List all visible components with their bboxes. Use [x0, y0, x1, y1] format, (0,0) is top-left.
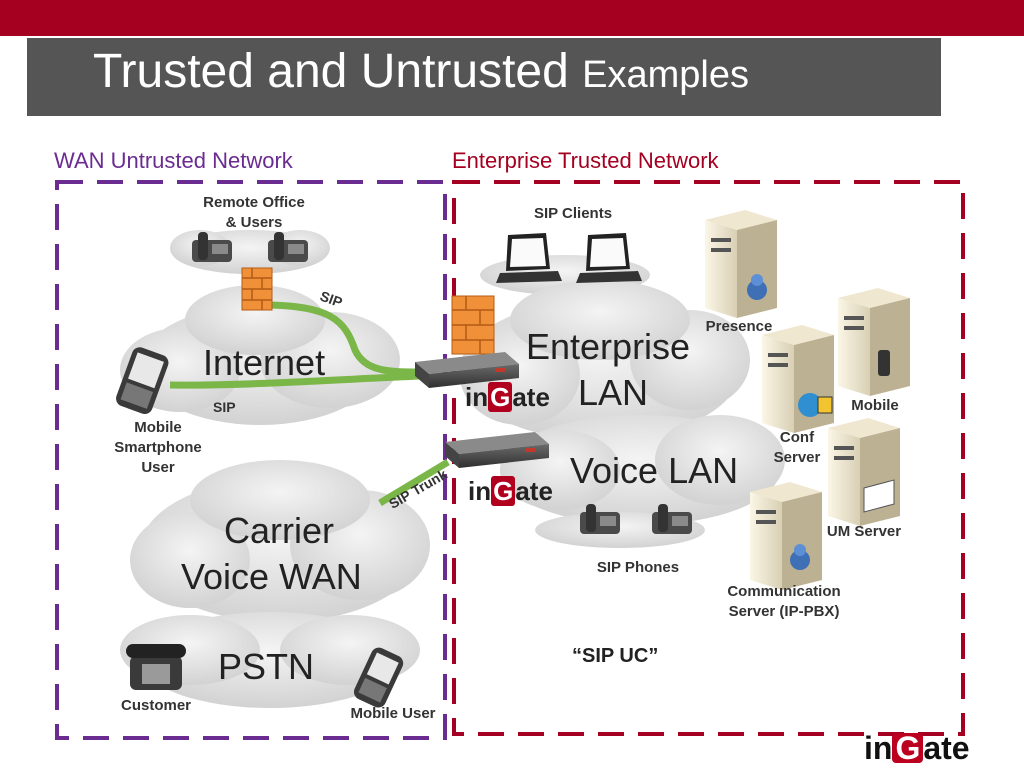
firewall-icon — [241, 267, 273, 311]
voice-lan-label: Voice LAN — [570, 450, 739, 491]
laptop-icon — [496, 233, 562, 283]
enterprise-lan-label-1: Enterprise — [526, 326, 691, 367]
mobile-server-icon — [838, 288, 910, 396]
conf-server-icon — [762, 325, 834, 433]
ingate-label-voice: inGate — [468, 476, 553, 506]
firewall-icon — [451, 295, 495, 355]
mobile-server-label: Mobile — [851, 397, 899, 414]
presence-label: Presence — [705, 318, 773, 335]
remote-office-label: Remote Office& Users — [203, 194, 305, 231]
sip-link-mobile — [169, 372, 421, 389]
enterprise-lan-label-2: LAN — [578, 372, 649, 413]
ingate-appliance-icon — [445, 432, 549, 468]
sip-link-label-mid: SIP — [213, 399, 236, 415]
carrier-label-2: Voice WAN — [181, 556, 362, 597]
laptop-icon — [576, 233, 642, 283]
sip-clients-label: SIP Clients — [533, 205, 613, 222]
carrier-label-1: Carrier — [224, 510, 335, 551]
sip-link-remote — [261, 301, 421, 376]
desk-phone-icon — [652, 504, 692, 534]
top-accent-bar — [0, 0, 1024, 36]
voice-lan-cloud — [500, 415, 785, 525]
desk-phone-icon — [268, 232, 308, 262]
sip-uc-label: “SIP UC” — [572, 645, 659, 667]
rotary-phone-icon — [126, 644, 186, 690]
internet-label: Internet — [203, 342, 326, 383]
mobile-phone-icon — [353, 647, 404, 708]
comm-server-icon — [750, 482, 822, 590]
sip-trunk-link — [378, 459, 450, 506]
enterprise-zone-label: Enterprise Trusted Network — [452, 148, 719, 173]
presence-server-icon — [705, 210, 777, 318]
um-server-label: UM Server — [826, 523, 902, 540]
ingate-label-lan: inGate — [465, 382, 550, 412]
desk-phone-icon — [192, 232, 232, 262]
carrier-cloud — [130, 460, 430, 622]
customer-label: Customer — [120, 697, 191, 714]
title-bar: Trusted and Untrusted Examples — [27, 38, 941, 116]
slide-title: Trusted and Untrusted Examples — [93, 45, 749, 98]
mobile-user-label: Mobile User — [350, 705, 436, 722]
desk-phone-icon — [580, 504, 620, 534]
ingate-appliance-icon — [415, 352, 519, 388]
pstn-label: PSTN — [218, 646, 315, 687]
wan-zone-label: WAN Untrusted Network — [54, 148, 293, 173]
um-server-icon — [828, 418, 900, 526]
ingate-logo: inGate — [864, 730, 970, 766]
smartphone-icon — [116, 347, 169, 415]
sip-phones-label: SIP Phones — [596, 559, 680, 576]
